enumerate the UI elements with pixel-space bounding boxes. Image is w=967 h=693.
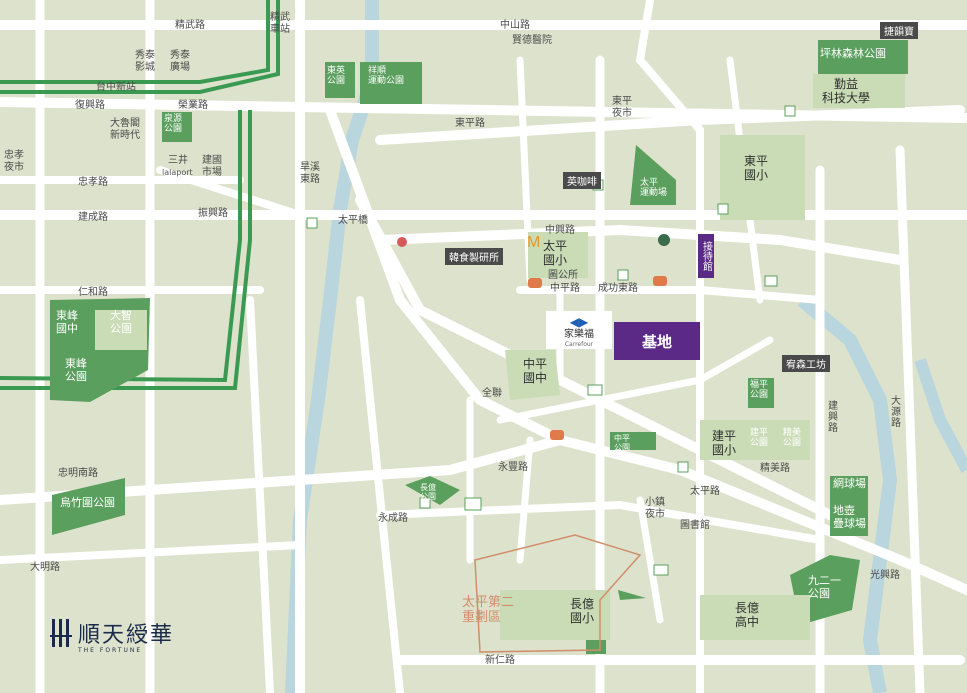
wuyuanhu-park-label: 烏竹圍公園 (60, 496, 115, 509)
taiping-elem-label: 太平 國小 (543, 239, 568, 267)
daming-road-label: 大明路 (30, 562, 60, 573)
jiueryi-park-label: 九二一 公園 (808, 574, 841, 600)
fuping-park-label: 福平 公園 (750, 380, 769, 401)
sanjing-label: 三井 (168, 155, 188, 166)
carrefour-icon: ◀▶ (569, 315, 589, 329)
jingmei-park-label: 精美 公園 (783, 428, 802, 449)
zhenxing-road-label: 振興路 (198, 208, 228, 219)
brand-mark-icon (50, 619, 72, 647)
taichung-station-label: 台中新站 (96, 82, 136, 93)
dongfeng-jr-label: 東峰 國中 (56, 309, 78, 335)
carrefour-en-label: Carrefour (564, 341, 594, 349)
dongfeng-park-label: 東峰 公園 (65, 357, 87, 383)
zhongxiao-road-label: 忠孝路 (78, 177, 108, 188)
kdocs-label: 勤益 科技大學 (822, 77, 871, 105)
hanxi-east-road-label: 旱溪 東路 (300, 162, 320, 185)
hanshi-tag: 韓食製研所 (445, 248, 503, 265)
reception-hall[interactable]: 接待館 (698, 234, 714, 278)
pxmart-label: 全聯 (482, 388, 502, 399)
carrefour-label: 家樂福 (564, 329, 594, 341)
yousen-tag: 宥森工坊 (782, 355, 830, 372)
anli-tag: 捷韻寶 (880, 22, 918, 39)
gateball-label: 地壺 疊球場 (833, 504, 866, 530)
chenggong-road-label: 成功東路 (598, 283, 638, 294)
dongying-park-label: 東英 公園 (327, 66, 346, 87)
jianping-park-label: 建平 公園 (750, 428, 769, 449)
xinren-road-label: 新仁路 (485, 655, 515, 666)
lalaport-label: lalaport (162, 168, 193, 177)
rongye-road-label: 榮業路 (178, 100, 208, 111)
changde-high-label: 長億 高中 (735, 601, 760, 629)
jianguo-market-label: 建國 市場 (202, 155, 222, 178)
zhongping-park-label: 中平 公園 (614, 434, 630, 453)
dongping-elem-label: 東平 國小 (744, 154, 769, 182)
zhongxing-road-label: 中興路 (545, 225, 575, 236)
zhongxiao-night-label: 忠孝 夜市 (4, 150, 24, 173)
zhongming-south-road-label: 忠明南路 (58, 468, 98, 479)
brand-english-name: THE FORTUNE (78, 647, 143, 654)
xiangshun-park-label: 祥順 運動公園 (368, 66, 405, 87)
jianping-elem-label: 建平 國小 (712, 429, 737, 457)
jingwu-station-label: 精武 車站 (270, 12, 290, 35)
dadun-era-label: 大魯閣 新時代 (110, 118, 140, 141)
taiping-bridge-label: 太平橋 (338, 215, 368, 226)
hospital-label: 賢德醫院 (512, 35, 552, 46)
taiping-road-label: 太平路 (690, 486, 720, 497)
jingwu-road-label: 精武路 (175, 20, 205, 31)
changde-elem-label: 長億 國小 (570, 597, 595, 625)
guangxing-road-label: 光興路 (870, 570, 900, 581)
zhongping-jr-label: 中平 國中 (523, 357, 548, 385)
xiutai-cinema-label: 秀泰 影城 (135, 50, 155, 73)
xiaopeng-night-market-label: 小鎮 夜市 (645, 497, 665, 520)
base-site[interactable]: 基地 (614, 322, 700, 360)
dajing-park-label: 大智 公園 (110, 309, 132, 335)
xiutai-plaza-label: 秀泰 廣場 (170, 50, 190, 73)
township-office-label: 圖公所 (548, 270, 578, 281)
svg-text:M: M (527, 234, 540, 251)
zhongshan-road-label: 中山路 (500, 20, 530, 31)
quanyuan-park-label: 泉源 公園 (164, 114, 183, 135)
library-label: 圖書館 (680, 520, 710, 531)
renovation-district-label: 太平第二 重劃區 (462, 595, 515, 625)
dayuan-road-label: 大源路 (888, 395, 900, 428)
jianxing-road-label: 建興路 (825, 400, 837, 433)
renhe-road-label: 仁和路 (78, 287, 108, 298)
tennis-court-label: 網球場 (833, 477, 866, 490)
yongfeng-road-label: 永豐路 (498, 462, 528, 473)
zhongping-road-label: 中平路 (550, 283, 580, 294)
carrefour-store[interactable]: ◀▶ 家樂福 Carrefour (546, 311, 612, 349)
dongping-night-market-label: 東平 夜市 (612, 96, 632, 119)
yongcheng-road-label: 永成路 (378, 513, 408, 524)
changde-park-label: 長億 公園 (420, 483, 436, 502)
dongping-road-label: 東平路 (455, 118, 485, 129)
yingkafei-tag: 英咖啡 (563, 172, 601, 189)
pinglin-park-label: 坪林森林公園 (820, 47, 886, 60)
taiping-sports-label: 太平 運動場 (640, 178, 668, 199)
jiancheng-road-label: 建成路 (78, 212, 108, 223)
jingmei-road-label: 精美路 (760, 463, 790, 474)
fuxing-road-label: 復興路 (75, 100, 105, 111)
brand-name: 順天綬華 (78, 623, 175, 648)
